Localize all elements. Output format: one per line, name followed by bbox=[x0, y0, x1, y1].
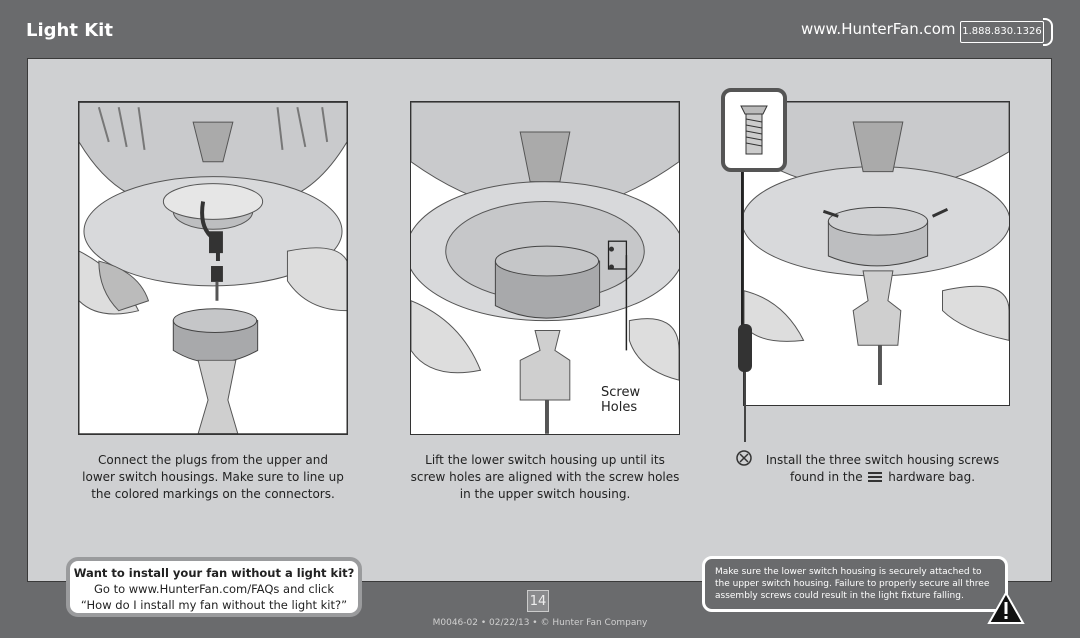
step3-caption: Install the three switch housing screws … bbox=[760, 452, 1005, 486]
page-number: 14 bbox=[527, 590, 549, 612]
step3-caption-pre: found in the bbox=[789, 470, 863, 484]
screw-callout bbox=[721, 88, 787, 172]
screw-holes-label-line1: Screw bbox=[601, 385, 641, 400]
warning-triangle-icon bbox=[987, 591, 1025, 624]
footer-text: M0046-02 • 02/22/13 • © Hunter Fan Compa… bbox=[432, 618, 648, 628]
screw-holes-label-line2: Holes bbox=[601, 400, 638, 415]
note-title: Want to install your fan without a light… bbox=[73, 566, 355, 580]
warning-text: Make sure the lower switch housing is se… bbox=[715, 567, 990, 601]
phone-icon bbox=[1043, 18, 1053, 46]
step2-caption: Lift the lower switch housing up until i… bbox=[405, 452, 685, 503]
step1-illustration bbox=[78, 101, 348, 435]
callout-line bbox=[741, 172, 743, 332]
screw-icon bbox=[740, 105, 768, 155]
step2-illustration bbox=[410, 101, 680, 435]
step1-caption-line: the colored markings on the connectors. bbox=[91, 487, 335, 501]
fan-illustration-step3 bbox=[744, 102, 1009, 405]
fan-illustration-step1 bbox=[79, 102, 347, 434]
warning-box: Make sure the lower switch housing is se… bbox=[702, 556, 1008, 612]
step1-caption: Connect the plugs from the upper and low… bbox=[78, 452, 348, 503]
step2-caption-line: Lift the lower switch housing up until i… bbox=[425, 453, 665, 467]
hardware-bag-icon bbox=[868, 472, 883, 482]
note-line1[interactable]: Go to www.HunterFan.com/FAQs and click bbox=[93, 582, 335, 596]
site-url[interactable]: www.HunterFan.com bbox=[801, 20, 956, 38]
page-title: Light Kit bbox=[26, 20, 113, 41]
step3-illustration bbox=[743, 101, 1010, 406]
screwdriver-icon bbox=[738, 324, 752, 442]
step1-caption-line: lower switch housings. Make sure to line… bbox=[82, 470, 344, 484]
step3-caption-post: hardware bag. bbox=[888, 470, 976, 484]
no-light-kit-note: Want to install your fan without a light… bbox=[66, 557, 362, 617]
note-line2: “How do I install my fan without the lig… bbox=[80, 598, 348, 612]
step2-caption-line: in the upper switch housing. bbox=[459, 487, 631, 501]
x-mark-icon bbox=[736, 450, 752, 466]
screw-holes-label: Screw Holes bbox=[601, 385, 640, 415]
step2-caption-line: screw holes are aligned with the screw h… bbox=[410, 470, 680, 484]
step1-caption-line: Connect the plugs from the upper and bbox=[98, 453, 328, 467]
step3-caption-line1: Install the three switch housing screws bbox=[765, 453, 1000, 467]
phone-number: 1.888.830.1326 bbox=[960, 21, 1044, 43]
step3-caption-line2: found in the hardware bag. bbox=[760, 469, 1005, 486]
fan-illustration-step2 bbox=[411, 102, 679, 434]
